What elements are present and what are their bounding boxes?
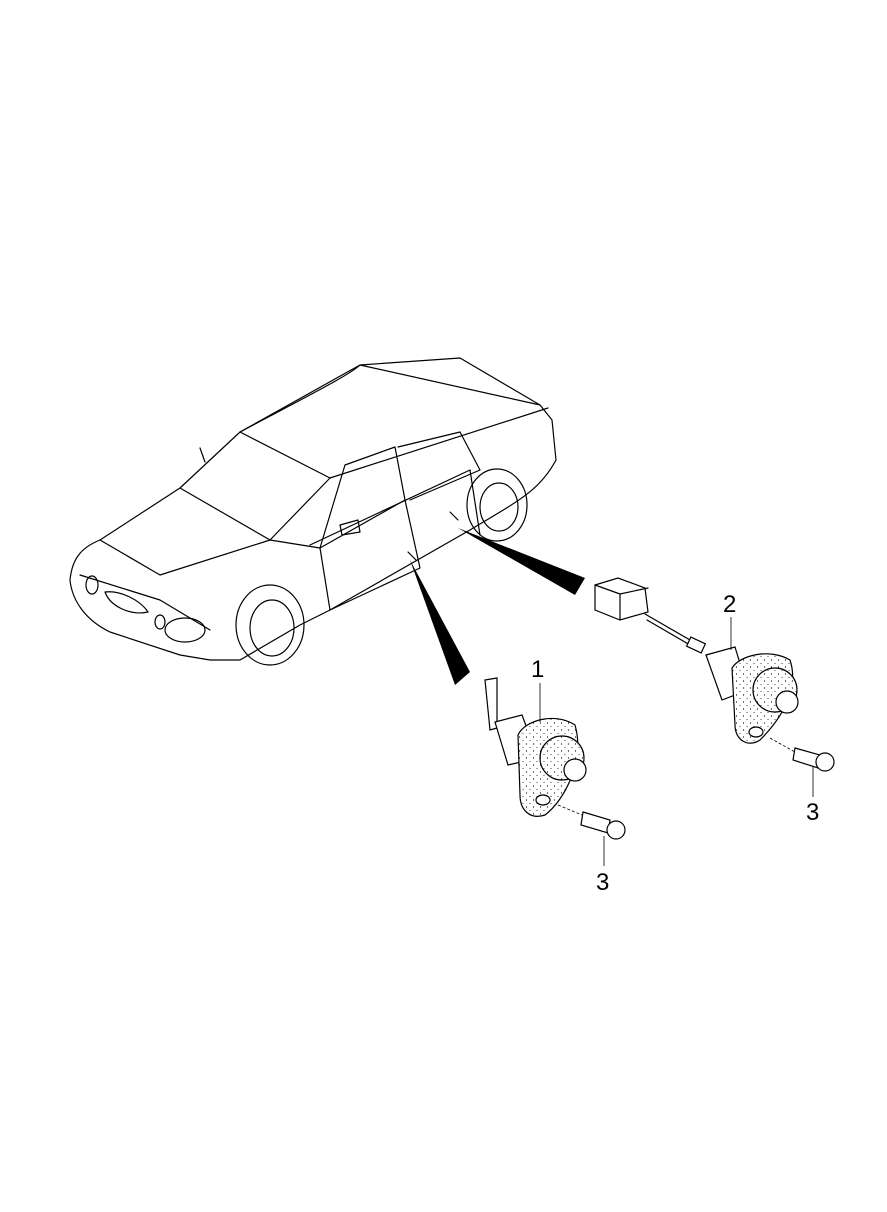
pointer-arrow-front — [410, 560, 470, 685]
callout-3-front: 3 — [596, 869, 609, 896]
callout-3-rear: 3 — [806, 799, 819, 826]
pointer-arrow-rear — [458, 528, 585, 595]
door-switch-front — [484, 677, 626, 840]
car-illustration — [69, 357, 557, 666]
door-switch-rear — [594, 577, 835, 772]
callout-1: 1 — [531, 656, 544, 683]
callout-2: 2 — [723, 591, 736, 618]
